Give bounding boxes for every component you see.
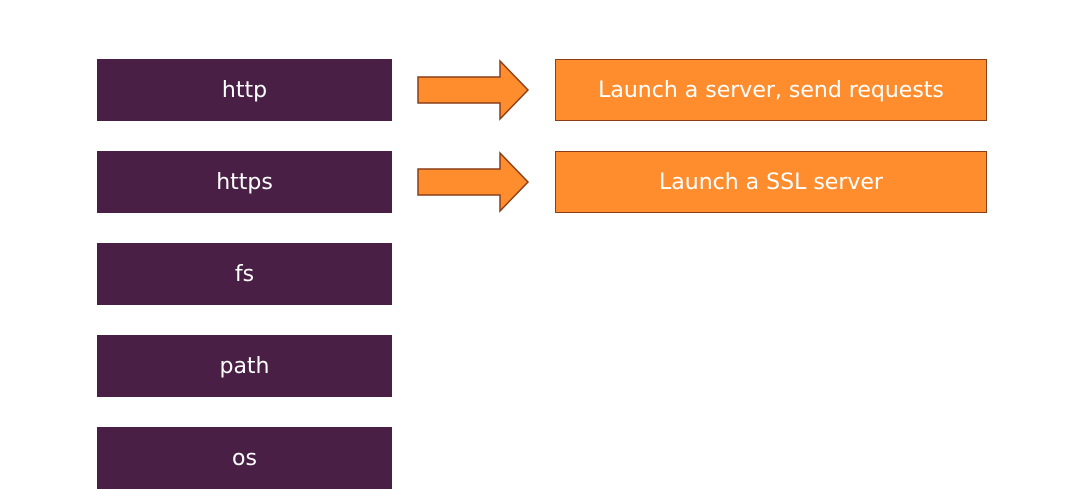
description-box-http: Launch a server, send requests — [555, 59, 987, 121]
module-label: path — [219, 353, 270, 379]
module-box-https: https — [97, 151, 392, 213]
description-label: Launch a SSL server — [659, 169, 883, 195]
module-label: http — [221, 77, 268, 103]
description-label: Launch a server, send requests — [598, 77, 944, 103]
module-box-os: os — [97, 427, 392, 489]
description-box-https: Launch a SSL server — [555, 151, 987, 213]
arrow-right-icon — [417, 151, 530, 213]
module-box-http: http — [97, 59, 392, 121]
module-box-fs: fs — [97, 243, 392, 305]
module-label: https — [216, 169, 273, 195]
module-box-path: path — [97, 335, 392, 397]
module-label: os — [232, 445, 257, 471]
module-label: fs — [234, 261, 255, 287]
arrow-right-icon — [417, 59, 530, 121]
